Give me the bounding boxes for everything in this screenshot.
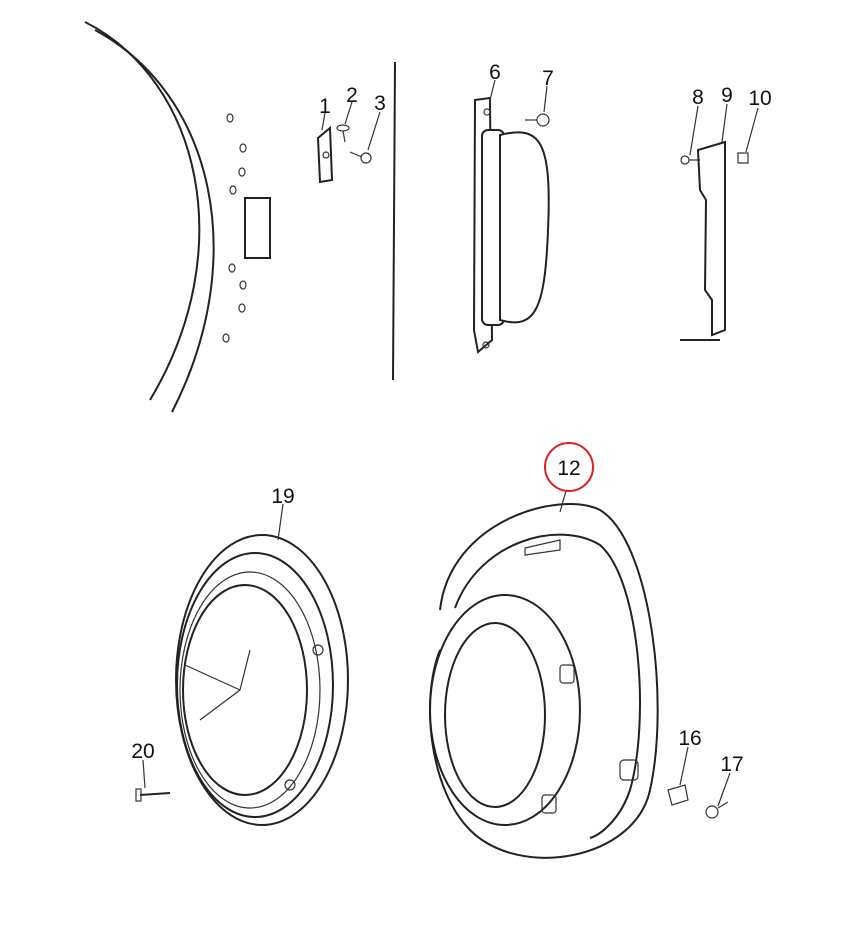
part-2-washer[interactable] [336,124,350,143]
part-12-inner-door-frame[interactable] [429,503,659,859]
part-1-bracket[interactable] [316,125,334,184]
callout-20[interactable]: 20 [131,740,154,763]
callout-7[interactable]: 7 [542,67,554,90]
callout-10[interactable]: 10 [748,87,771,110]
callout-16[interactable]: 16 [678,727,701,750]
callout-9[interactable]: 9 [721,84,733,107]
callout-8[interactable]: 8 [692,86,704,109]
callout-3[interactable]: 3 [374,92,386,115]
part-7-screw[interactable] [525,113,550,127]
part-8-screw[interactable] [680,155,700,165]
part-10-nut[interactable] [737,152,749,164]
panel-holes [222,113,247,343]
part-6-handle[interactable] [472,96,550,354]
highlight-circle [544,442,594,492]
callout-17[interactable]: 17 [720,753,743,776]
part-19-door-glass-ring[interactable] [175,534,349,826]
leader-lines [142,79,759,807]
callout-6[interactable]: 6 [489,61,501,84]
callout-12[interactable]: 12 [557,457,580,480]
part-9-bracket[interactable] [680,140,726,341]
part-3-screw[interactable] [349,151,372,164]
callout-19[interactable]: 19 [271,485,294,508]
front-panel [84,21,396,413]
part-17-screw[interactable] [705,801,729,819]
part-16-clip[interactable] [667,784,689,806]
callout-1[interactable]: 1 [319,95,331,118]
part-20-screw[interactable] [135,788,171,802]
callout-2[interactable]: 2 [346,84,358,107]
